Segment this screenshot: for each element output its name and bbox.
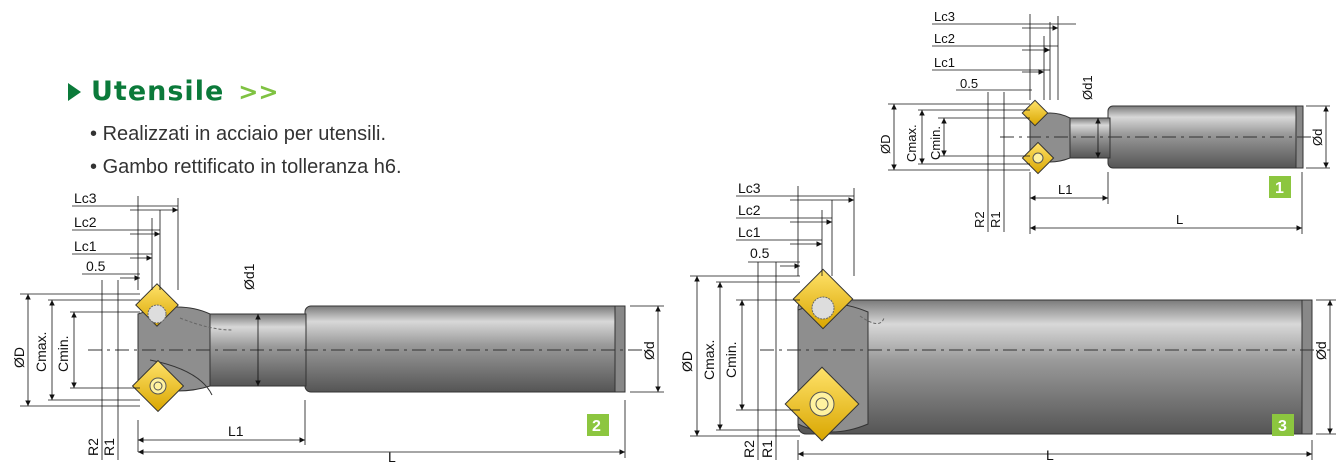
- label-half: 0.5: [86, 258, 106, 274]
- label-lc1: Lc1: [74, 238, 97, 254]
- label-half: 0.5: [960, 76, 978, 91]
- label-lc1: Lc1: [934, 55, 955, 70]
- label-lc3: Lc3: [738, 180, 761, 196]
- label-l: L: [1046, 447, 1054, 463]
- feature-item: Gambo rettificato in tolleranza h6.: [90, 151, 402, 184]
- label-lc2: Lc2: [74, 214, 97, 230]
- label-cmin: Cmin.: [928, 126, 943, 160]
- label-d: Ød: [1310, 129, 1325, 146]
- feature-item: Realizzati in acciaio per utensili.: [90, 118, 402, 151]
- label-d: Ød: [1313, 341, 1329, 360]
- tool-drawing-1: Lc3 Lc2 Lc1 0.5 Ød1 ØD Cmax. Cmin. Ød L1…: [878, 9, 1330, 234]
- label-lc3: Lc3: [934, 9, 955, 24]
- svg-text:3: 3: [1278, 418, 1287, 435]
- figure-badge: 1: [1269, 176, 1291, 198]
- label-d1: Ød1: [241, 263, 257, 290]
- tool-drawing-2: Lc3 Lc2 Lc1 0.5 Ød1 ØD Cmax. Cmin. Ød L1…: [11, 190, 664, 464]
- label-cmin: Cmin.: [723, 341, 739, 378]
- label-r1: R1: [101, 438, 117, 456]
- label-r2: R2: [85, 438, 101, 456]
- figure-badge: 3: [1272, 414, 1294, 436]
- feature-list: Realizzati in acciaio per utensili. Gamb…: [90, 118, 402, 184]
- triangle-bullet-icon: [68, 82, 81, 101]
- label-D: ØD: [878, 135, 893, 155]
- svg-text:2: 2: [592, 418, 601, 435]
- section-title: Utensile >>: [68, 76, 278, 107]
- label-cmax: Cmax.: [904, 124, 919, 162]
- label-cmax: Cmax.: [701, 340, 717, 380]
- label-l1: L1: [228, 423, 244, 439]
- label-half: 0.5: [750, 245, 770, 261]
- tool-drawing-3: Lc3 Lc2 Lc1 0.5 ØD Cmax. Cmin. Ød R2 R1 …: [679, 180, 1336, 463]
- label-D: ØD: [679, 351, 695, 372]
- label-lc1: Lc1: [738, 224, 761, 240]
- label-cmin: Cmin.: [55, 335, 71, 372]
- label-r1: R1: [759, 440, 775, 458]
- label-r2: R2: [972, 211, 987, 228]
- label-lc2: Lc2: [934, 31, 955, 46]
- figure-badge: 2: [587, 414, 609, 436]
- label-r1: R1: [988, 211, 1003, 228]
- label-D: ØD: [11, 347, 27, 368]
- label-l: L: [388, 449, 396, 464]
- svg-text:1: 1: [1275, 180, 1284, 197]
- label-d: Ød: [641, 341, 657, 360]
- section-title-text: Utensile: [91, 76, 225, 107]
- double-arrow-icon: >>: [238, 77, 279, 106]
- label-cmax: Cmax.: [33, 332, 49, 372]
- label-r2: R2: [741, 440, 757, 458]
- label-d1: Ød1: [1080, 75, 1095, 100]
- label-l1: L1: [1058, 182, 1072, 197]
- label-l: L: [1176, 212, 1183, 227]
- label-lc3: Lc3: [74, 190, 97, 206]
- label-lc2: Lc2: [738, 202, 761, 218]
